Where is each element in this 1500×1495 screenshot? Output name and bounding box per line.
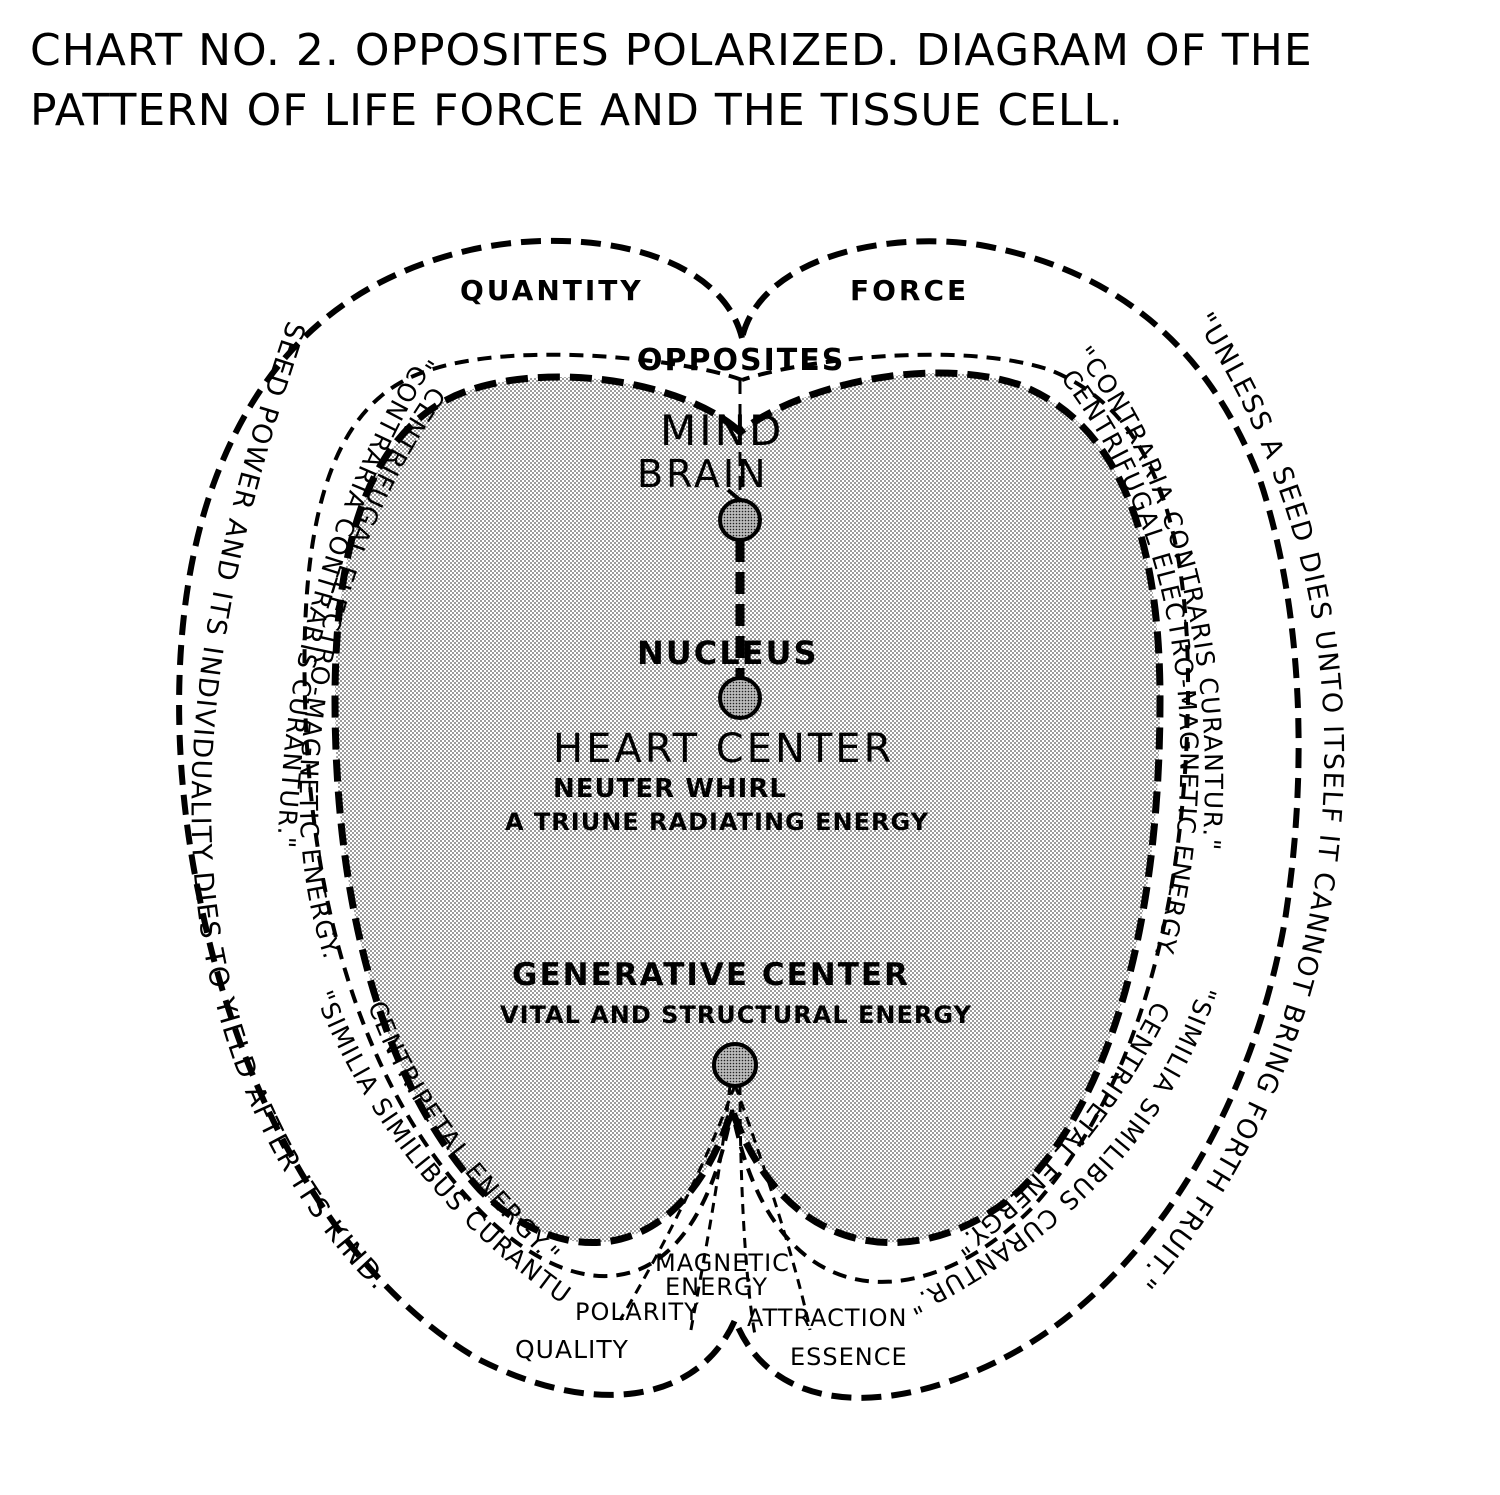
brain-center-node xyxy=(718,498,762,542)
label-brain: BRAIN xyxy=(637,452,769,496)
label-generative-center: GENERATIVE CENTER xyxy=(512,957,910,993)
generative-lines xyxy=(618,1084,812,1336)
heart-center-node xyxy=(718,676,762,720)
inner-loop xyxy=(302,352,1191,1284)
generative-center-node xyxy=(712,1042,758,1088)
outer-loop xyxy=(176,237,1302,1401)
label-essence: ESSENCE xyxy=(790,1343,908,1371)
label-quality: QUALITY xyxy=(515,1335,629,1364)
label-quantity: QUANTITY xyxy=(460,274,644,307)
label-neuter-whirl: NEUTER WHIRL xyxy=(553,774,787,804)
title-line-1: CHART NO. 2. OPPOSITES POLARIZED. DIAGRA… xyxy=(30,25,1313,76)
label-polarity: POLARITY xyxy=(575,1298,700,1326)
label-mind: MIND xyxy=(660,406,784,455)
label-opposites: OPPOSITES xyxy=(637,343,845,378)
label-triune: A TRIUNE RADIATING ENERGY xyxy=(505,808,929,836)
label-force: FORCE xyxy=(850,274,969,307)
label-nucleus: NUCLEUS xyxy=(637,634,819,672)
label-attraction: ATTRACTION xyxy=(747,1304,908,1332)
label-energy: ENERGY xyxy=(665,1273,768,1301)
title-line-2: PATTERN OF LIFE FORCE AND THE TISSUE CEL… xyxy=(30,85,1124,136)
label-heart-center: HEART CENTER xyxy=(553,726,894,772)
tissue-cell xyxy=(331,369,1164,1246)
label-vital: VITAL AND STRUCTURAL ENERGY xyxy=(500,1001,972,1029)
label-magnetic: MAGNETIC xyxy=(655,1249,790,1277)
